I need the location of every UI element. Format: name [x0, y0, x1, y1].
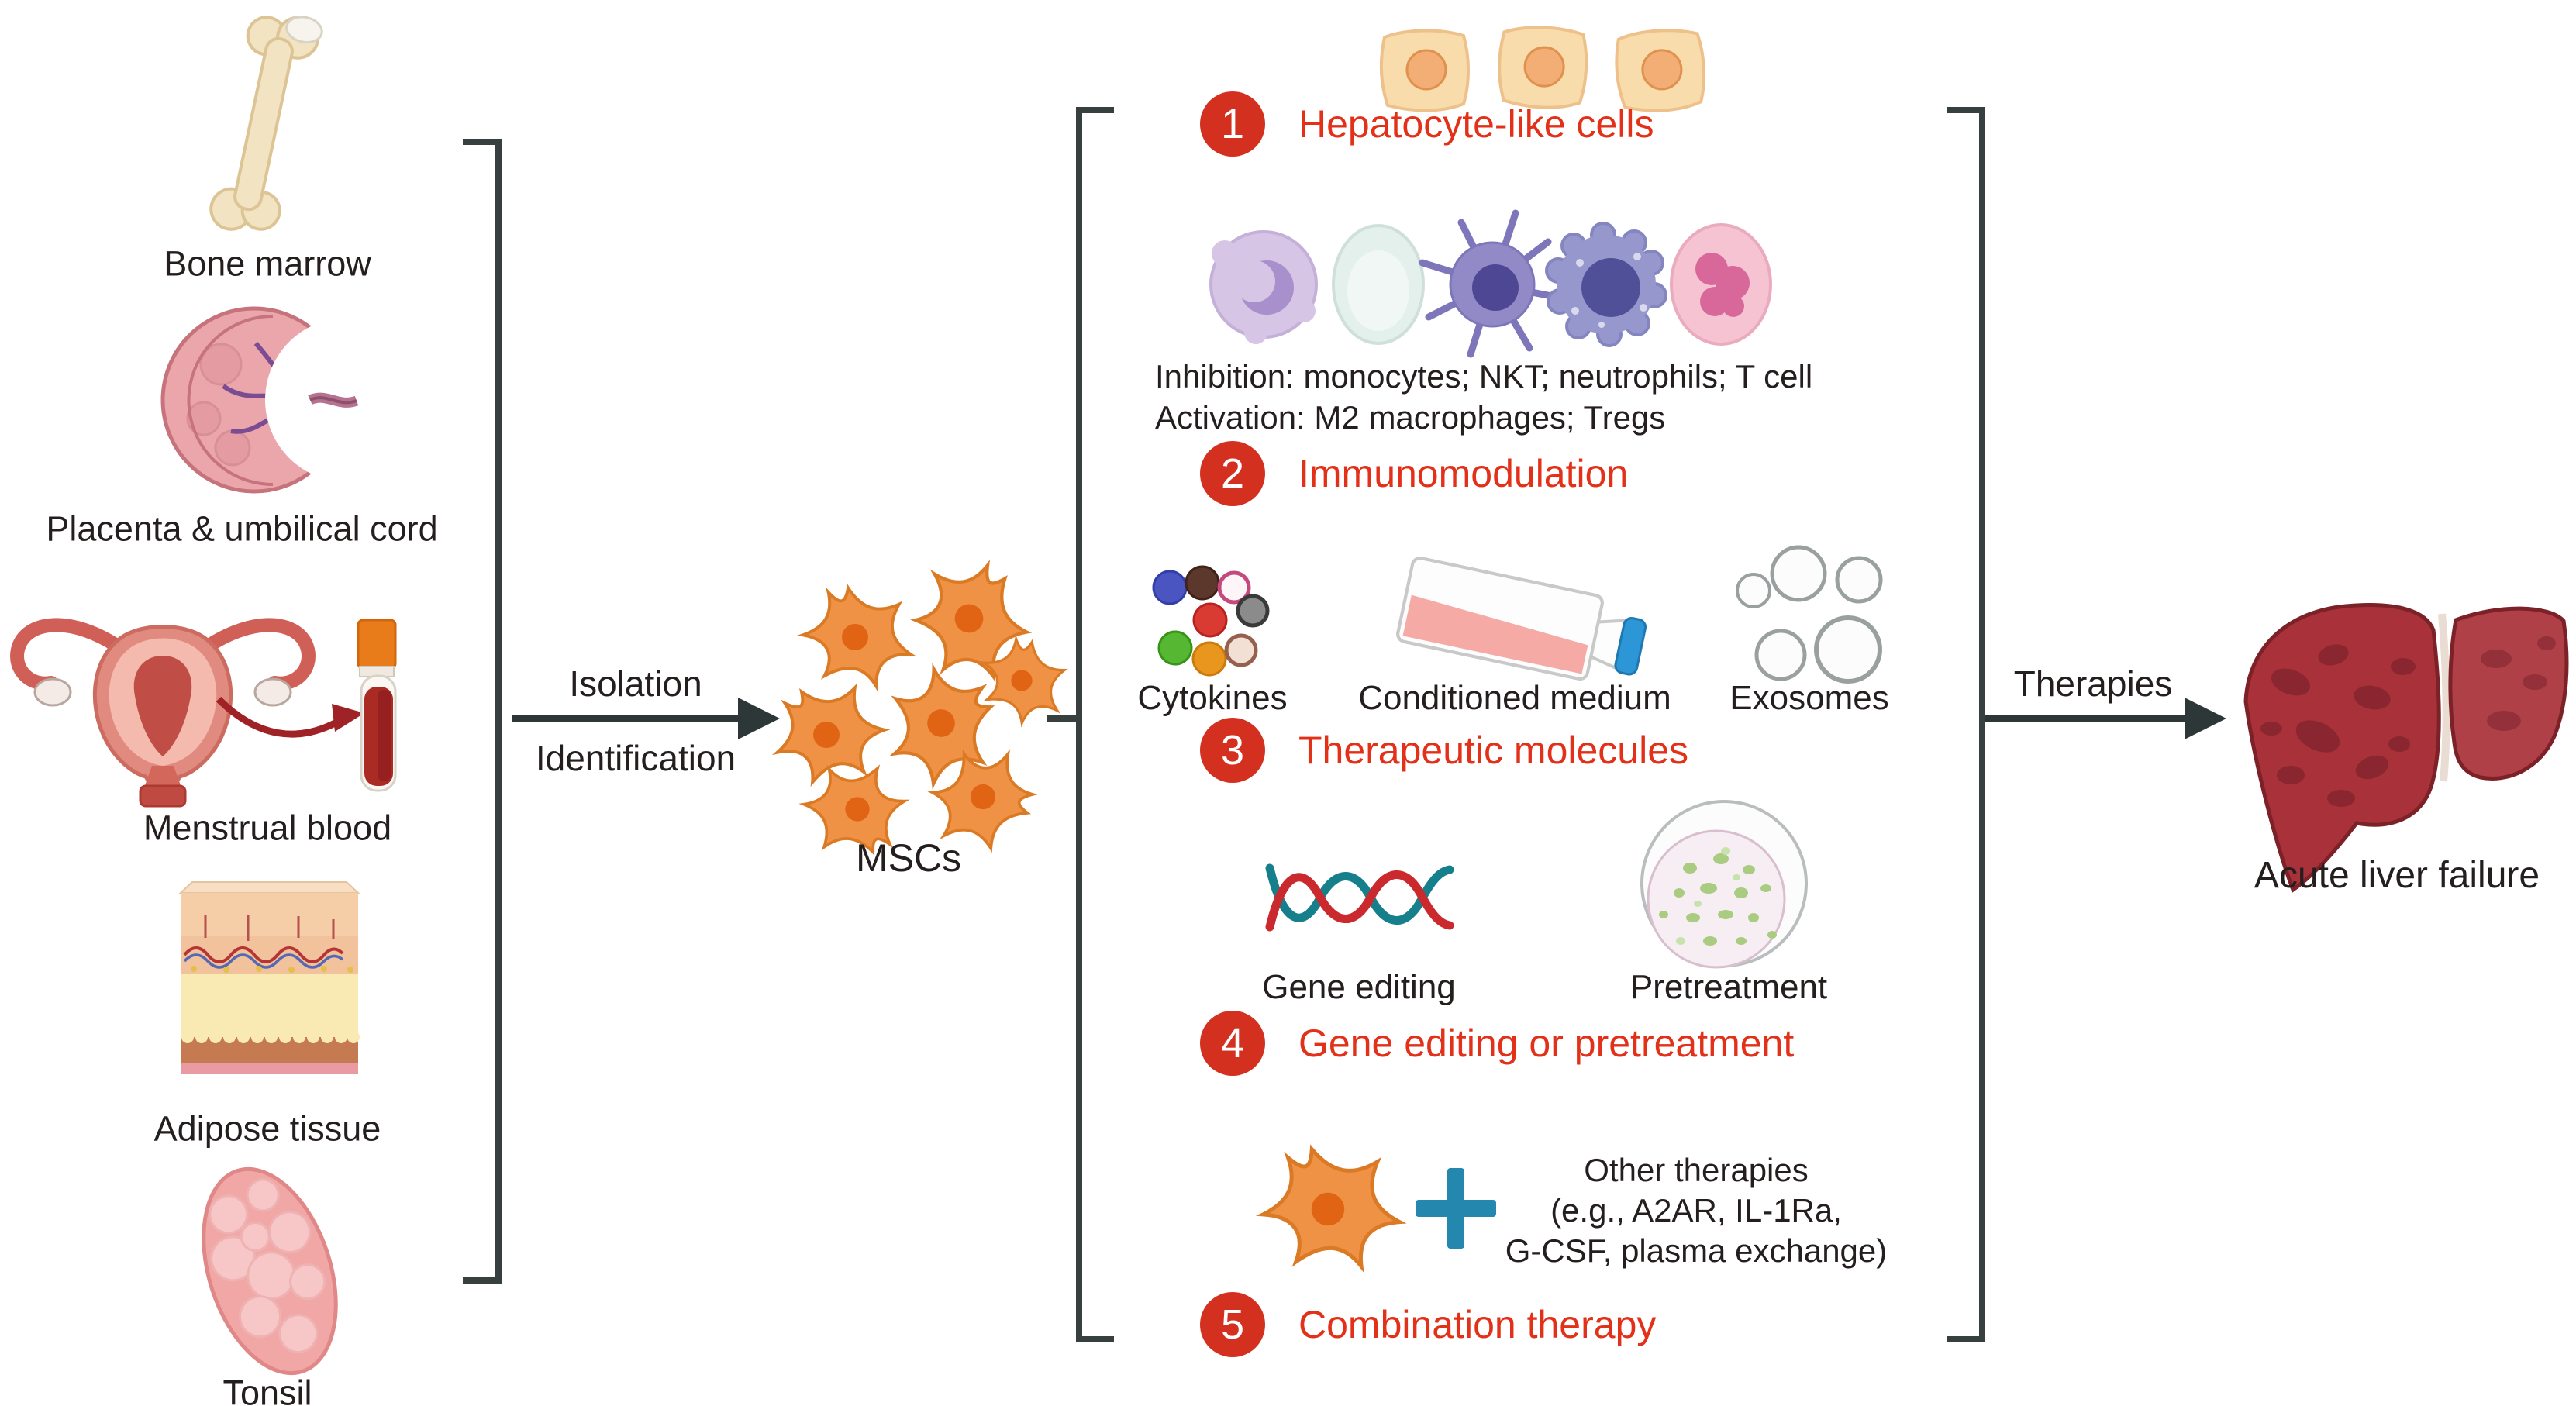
pretreatment-label: Pretreatment: [1629, 968, 1828, 1006]
hepatocyte-cells-icon: [1379, 26, 1706, 113]
adipose-tissue-icon: [178, 881, 360, 1074]
source-label-tonsil: Tonsil: [222, 1373, 312, 1406]
source-label-placenta: Placenta & umbilical cord: [46, 508, 438, 549]
culture-flask-icon: [1396, 557, 1647, 681]
other-therapies-line3: G-CSF, plasma exchange): [1505, 1232, 1888, 1269]
sources-bracket: [463, 139, 502, 1284]
mechanisms-right-bracket: [1947, 107, 1985, 1342]
exosomes-icon: [1736, 545, 1883, 684]
step-3-number: 3: [1220, 727, 1245, 774]
mechanisms-left-bracket: [1076, 107, 1114, 1342]
mechanism-5-label: Combination therapy: [1298, 1303, 1657, 1346]
exosomes-label: Exosomes: [1729, 679, 1889, 717]
step-1-number: 1: [1220, 101, 1245, 147]
placenta-icon: [160, 306, 429, 494]
step-5-number: 5: [1220, 1301, 1245, 1348]
cytokines-label: Cytokines: [1137, 679, 1288, 717]
treg-cell-icon: [1670, 223, 1772, 346]
petri-dish-icon: [1640, 800, 1808, 969]
activation-text: Activation: M2 macrophages; Tregs: [1155, 399, 1666, 436]
step-1-badge: 1: [1200, 91, 1265, 157]
monocyte-icon: [1209, 230, 1318, 344]
msc-cell-icon: [1250, 1132, 1409, 1287]
plus-icon: [1416, 1168, 1496, 1249]
nkt-cell-icon: [1332, 224, 1425, 345]
step-4-badge: 4: [1200, 1011, 1265, 1076]
identification-label: Identification: [535, 738, 736, 778]
mscs-label: MSCs: [855, 836, 962, 880]
mechanism-3-label: Therapeutic molecules: [1298, 729, 1689, 772]
mechanism-1-label: Hepatocyte-like cells: [1298, 102, 1654, 146]
step-2-number: 2: [1220, 450, 1245, 497]
liver-icon: [2243, 603, 2569, 893]
acute-liver-failure-label: Acute liver failure: [2254, 855, 2540, 896]
source-label-adipose: Adipose tissue: [153, 1108, 381, 1149]
isolation-arrow: [512, 698, 780, 739]
source-label-bone-marrow: Bone marrow: [164, 243, 371, 284]
conditioned-medium-label: Conditioned medium: [1358, 679, 1671, 717]
macrophage-icon: [1545, 222, 1667, 347]
dna-helix-icon: [1265, 863, 1454, 932]
other-therapies-line2: (e.g., A2AR, IL-1Ra,: [1550, 1192, 1842, 1229]
blood-tube-icon: [357, 619, 397, 792]
msc-cluster-icon: [755, 542, 1074, 870]
therapies-label: Therapies: [2013, 663, 2173, 704]
source-label-menstrual-blood: Menstrual blood: [143, 808, 392, 848]
cytokines-icon: [1152, 565, 1270, 677]
mechanism-4-label: Gene editing or pretreatment: [1298, 1022, 1795, 1065]
therapies-arrow: [1985, 698, 2226, 739]
step-4-number: 4: [1220, 1020, 1245, 1067]
gene-editing-label: Gene editing: [1262, 968, 1456, 1006]
tonsil-icon: [202, 1166, 338, 1376]
inhibition-text: Inhibition: monocytes; NKT; neutrophils;…: [1155, 358, 1813, 395]
step-5-badge: 5: [1200, 1292, 1265, 1357]
step-3-badge: 3: [1200, 718, 1265, 783]
mechanism-2-label: Immunomodulation: [1298, 452, 1629, 495]
other-therapies-line1: Other therapies: [1584, 1152, 1809, 1188]
isolation-label: Isolation: [569, 663, 702, 704]
menstrual-arrow: [216, 696, 364, 738]
dendritic-cell-icon: [1419, 209, 1567, 358]
bone-icon: [209, 16, 323, 231]
step-2-badge: 2: [1200, 441, 1265, 506]
uterus-icon: [10, 618, 316, 808]
